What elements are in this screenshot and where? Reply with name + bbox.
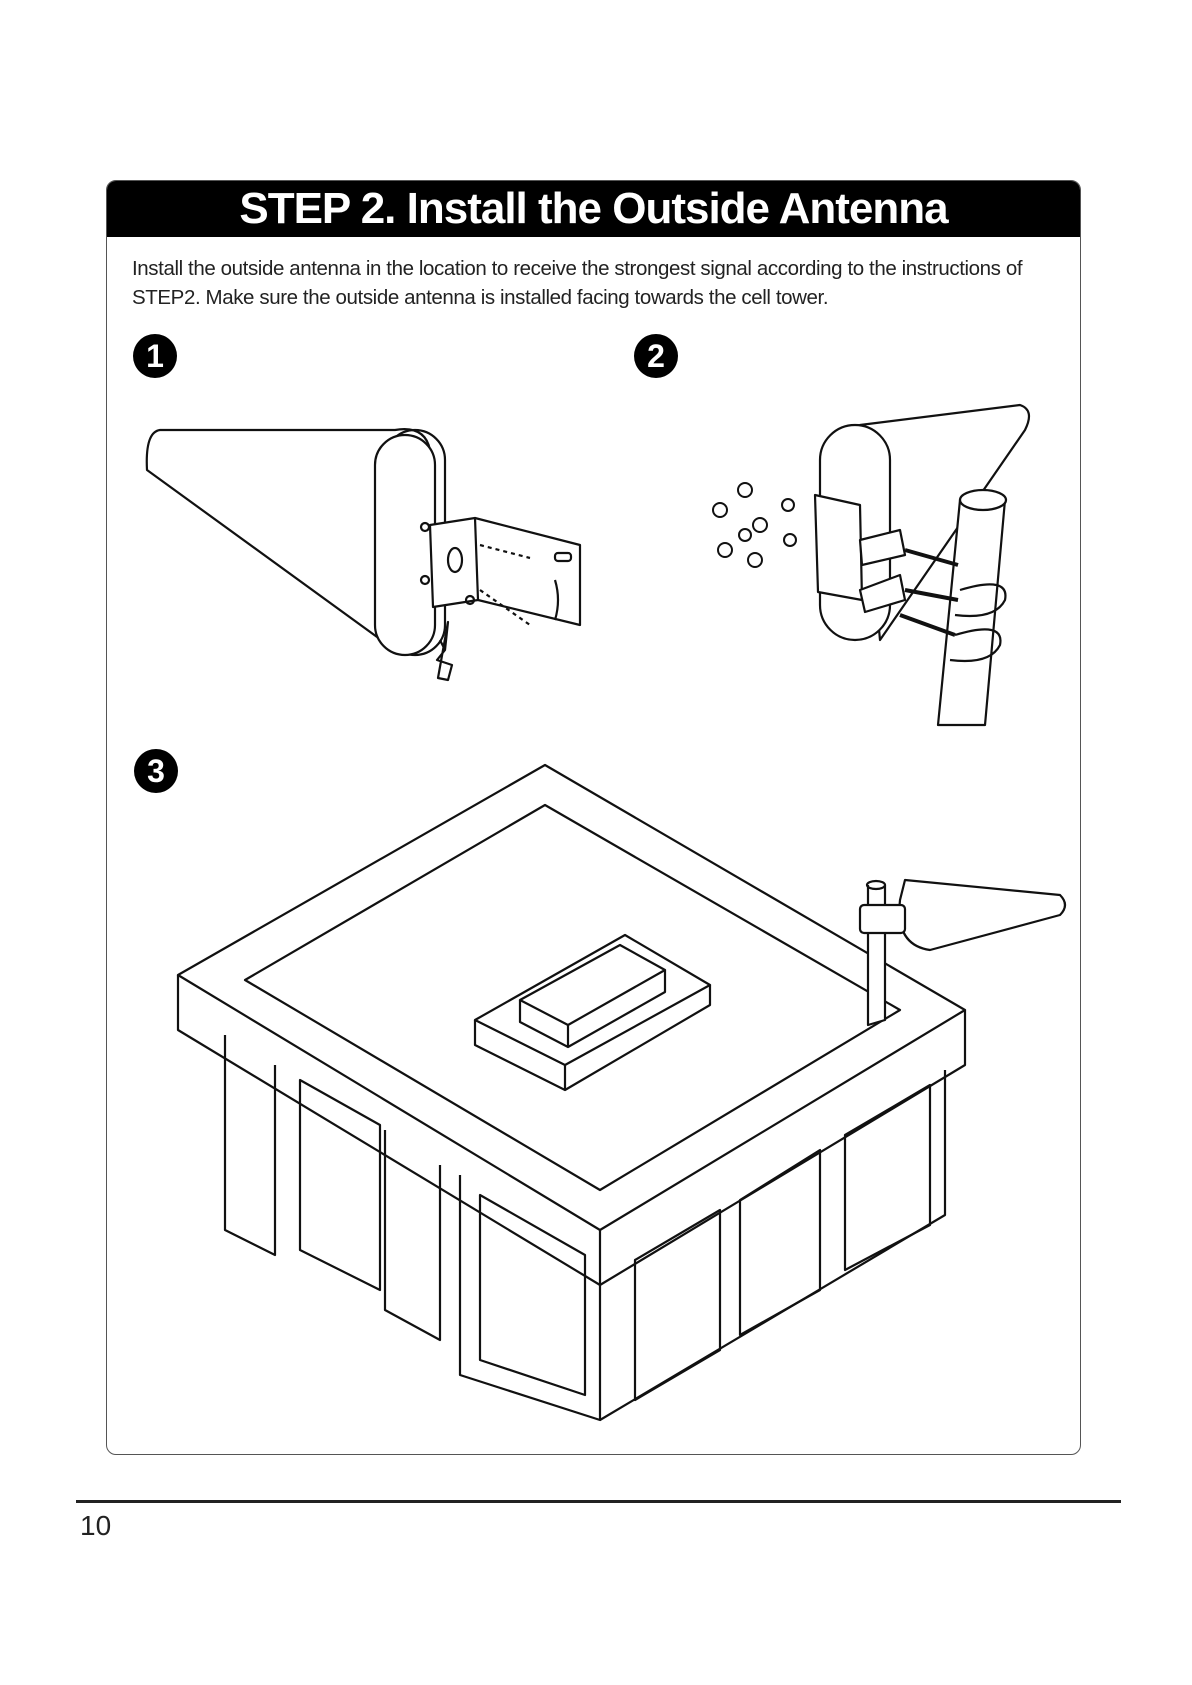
step-instructions: Install the outside antenna in the locat… [132, 257, 1023, 309]
step-number-3: 3 [134, 749, 178, 793]
step-number-1: 1 [133, 334, 177, 378]
page-number: 10 [80, 1510, 112, 1541]
building-rooftop-illustration [176, 763, 1067, 1422]
antenna-bracket-illustration [145, 428, 582, 682]
footer-divider [76, 1500, 1121, 1503]
antenna-pole-illustration [712, 403, 1031, 727]
step-number-2: 2 [634, 334, 678, 378]
step-panel: STEP 2. Install the Outside Antenna Inst… [106, 180, 1081, 1455]
step-title: STEP 2. Install the Outside Antenna [107, 181, 1080, 237]
